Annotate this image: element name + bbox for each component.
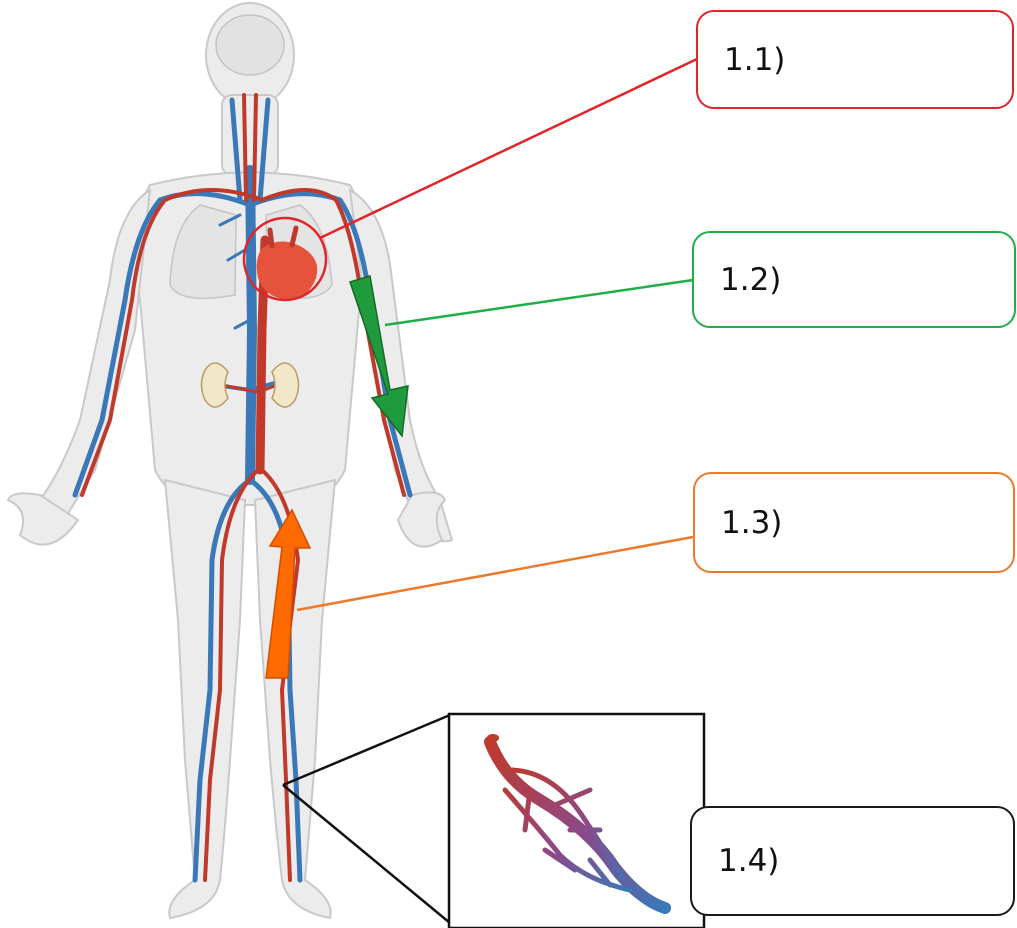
label-box-1-1: 1.1): [696, 10, 1014, 109]
label-text-1-4: 1.4): [718, 843, 779, 879]
label-box-1-3: 1.3): [693, 472, 1015, 573]
label-text-1-2: 1.2): [720, 262, 781, 298]
label-box-1-2: 1.2): [692, 231, 1016, 328]
label-text-1-3: 1.3): [721, 505, 782, 541]
brain: [216, 15, 284, 75]
label-text-1-1: 1.1): [724, 42, 785, 78]
label-box-1-4: 1.4): [690, 806, 1015, 916]
body-silhouette: [8, 3, 452, 918]
